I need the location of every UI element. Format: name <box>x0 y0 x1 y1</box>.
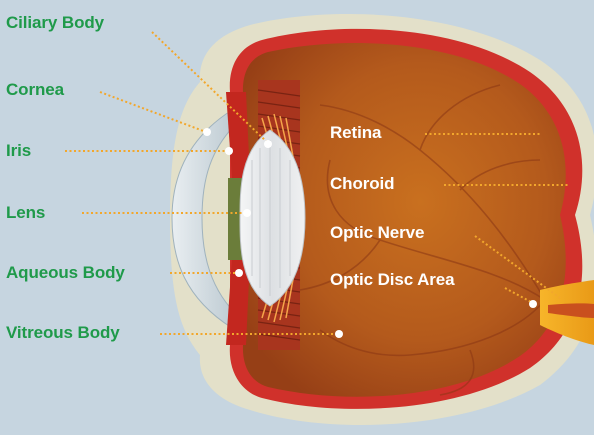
dot-iris <box>225 147 233 155</box>
label-choroid: Choroid <box>330 174 394 194</box>
dot-optic-disc-area <box>529 300 537 308</box>
label-optic-nerve: Optic Nerve <box>330 223 424 243</box>
label-vitreous-body: Vitreous Body <box>6 323 120 343</box>
label-cornea: Cornea <box>6 80 64 100</box>
label-retina: Retina <box>330 123 381 143</box>
label-aqueous-body: Aqueous Body <box>6 263 125 283</box>
dot-cornea <box>203 128 211 136</box>
dot-aqueous-body <box>235 269 243 277</box>
label-ciliary-body: Ciliary Body <box>6 13 104 33</box>
dot-ciliary-body <box>264 140 272 148</box>
label-optic-disc-area: Optic Disc Area <box>330 270 454 290</box>
label-lens: Lens <box>6 203 45 223</box>
dot-vitreous-body <box>335 330 343 338</box>
label-iris: Iris <box>6 141 31 161</box>
dot-lens <box>243 209 251 217</box>
